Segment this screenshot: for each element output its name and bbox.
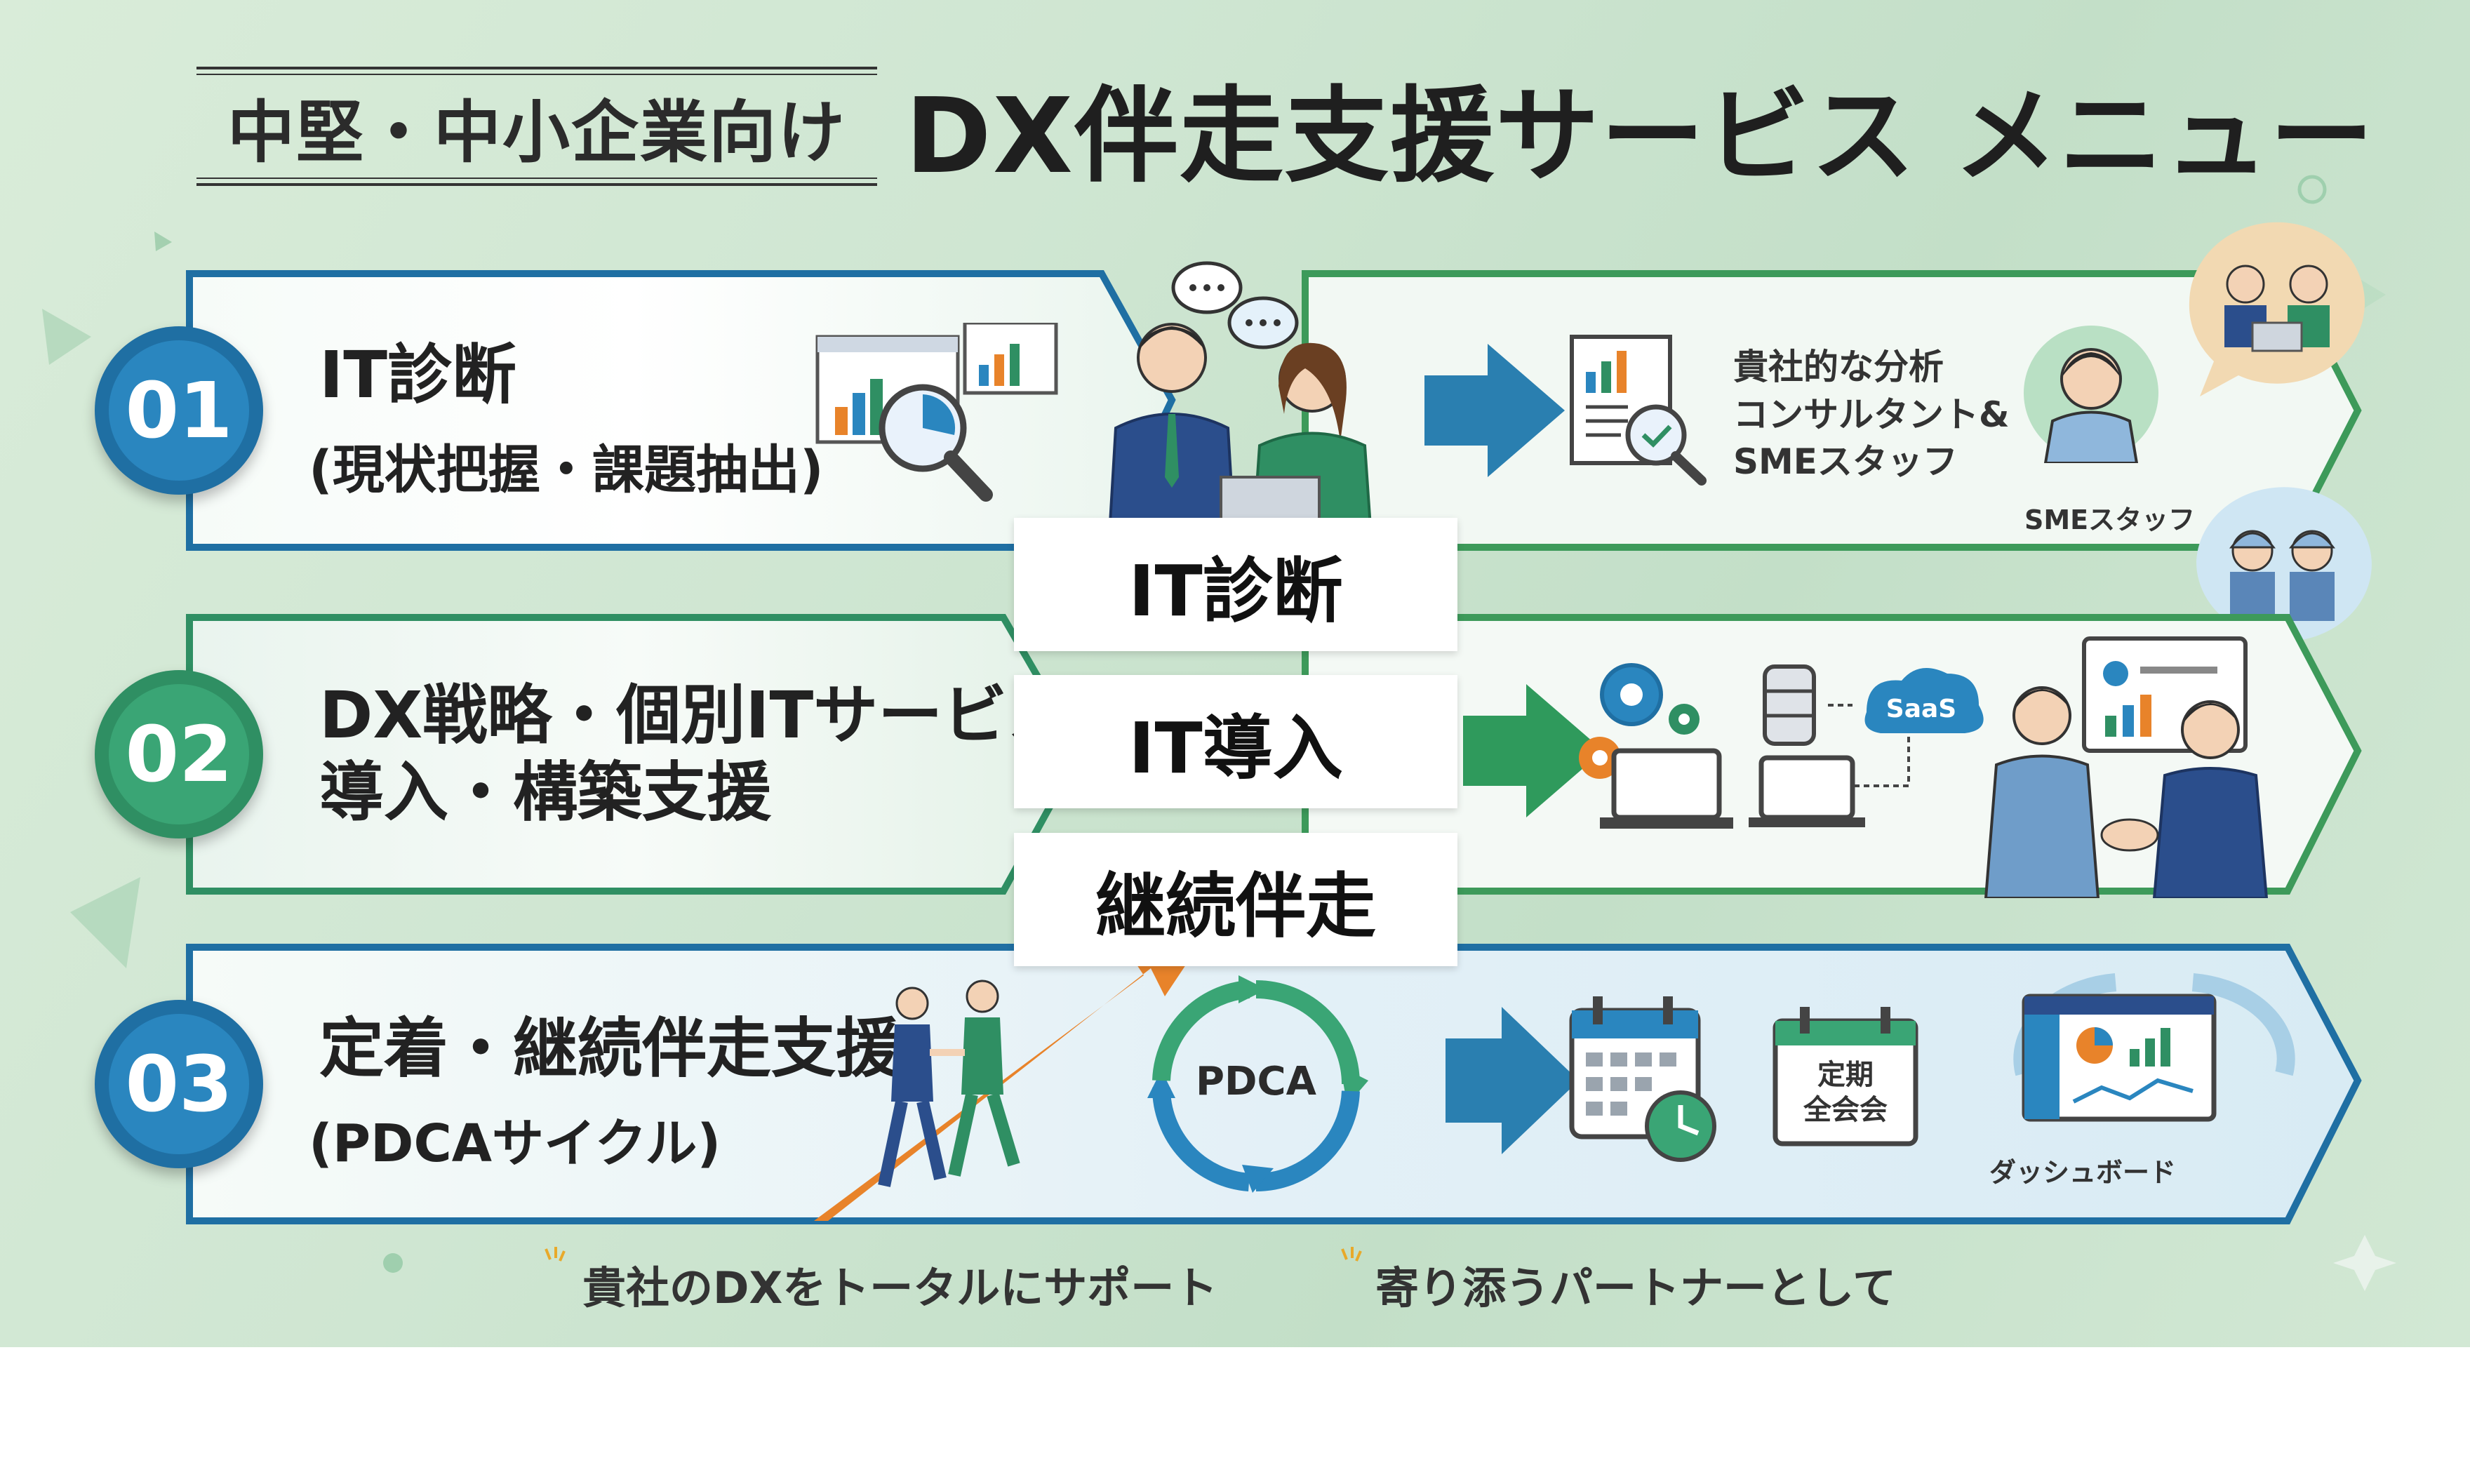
saas-label: SaaS <box>1886 695 1956 723</box>
dashboard-label: ダッシュボード <box>1989 1157 2177 1188</box>
footer-right-text: 寄り添うパートナーとして <box>1375 1262 1897 1313</box>
footer-left-text: 貴社のDXをトータルにサポート <box>582 1262 1218 1313</box>
consultation-people-icon <box>1107 261 1374 547</box>
dashboard-icon <box>2013 973 2295 1122</box>
row-03-number-badge: 03 <box>95 1000 263 1168</box>
sparkle-icon-right <box>1341 1247 1362 1262</box>
row-01-subtitle: (現状把握・課題抽出) <box>309 440 824 500</box>
meeting-bubble-icon <box>2189 222 2365 396</box>
page-title: DX伴走支援サービス メニュー <box>905 75 2375 196</box>
sme-staff-icon <box>2024 326 2158 463</box>
it-systems-icon: SaaS <box>1579 663 1984 829</box>
row-02-title: DX戦略・個別ITサービス 導入・構築支援 <box>319 678 1072 831</box>
pdca-label: PDCA <box>1196 1059 1317 1104</box>
meeting-label-line1: 定期 <box>1817 1059 1874 1091</box>
report-search-icon <box>1570 335 1707 486</box>
row-03: 03 定着・継続伴走支援 (PDCAサイクル) PDCA <box>95 940 2372 1235</box>
header-subtitle: 中堅・中小企業向け <box>227 93 846 172</box>
infographic-panel: 中堅・中小企業向け DX伴走支援サービス メニュー 01 IT診断 (現状把握・… <box>0 0 2470 1347</box>
calendar-clock-icon <box>1569 996 1716 1162</box>
bottom-whitespace <box>0 1347 2470 1484</box>
handshake-people-icon <box>1984 636 2269 898</box>
row-03-arrow-shape <box>186 944 2362 1224</box>
row-01-title: IT診断 <box>319 337 516 413</box>
row-03-subtitle: (PDCAサイクル) <box>309 1114 721 1174</box>
overlay-box-it-introduction: IT導入 <box>1014 675 1457 808</box>
header-subtitle-frame: 中堅・中小企業向け <box>196 67 877 186</box>
meeting-label-line2: 全会会 <box>1803 1094 1888 1126</box>
consultant-description: 貴社的な分析 コンサルタント& SMEスタッフ <box>1733 347 2010 482</box>
overlay-box-continuous-support: 継続伴走 <box>1014 833 1457 966</box>
walking-people-icon <box>878 980 1020 1187</box>
row-03-title: 定着・継続伴走支援 <box>319 1011 901 1086</box>
row-01: 01 IT診断 (現状把握・課題抽出) <box>95 222 2372 568</box>
overlay-box-it-diagnosis: IT診断 <box>1014 518 1457 651</box>
pdca-cycle-icon: PDCA <box>1147 975 1368 1193</box>
analytics-magnifier-icon <box>815 323 1058 502</box>
sme-staff-label: SMEスタッフ <box>2024 504 2196 535</box>
row-02: 02 DX戦略・個別ITサービス 導入・構築支援 SaaS <box>95 610 2372 905</box>
row-02-number-badge: 02 <box>95 670 263 838</box>
row-01-number-badge: 01 <box>95 326 263 495</box>
sparkle-icon-left <box>545 1247 566 1262</box>
workers-bubble-icon <box>2196 487 2372 649</box>
regular-meeting-calendar-icon: 定期 全会会 <box>1773 1007 1918 1147</box>
